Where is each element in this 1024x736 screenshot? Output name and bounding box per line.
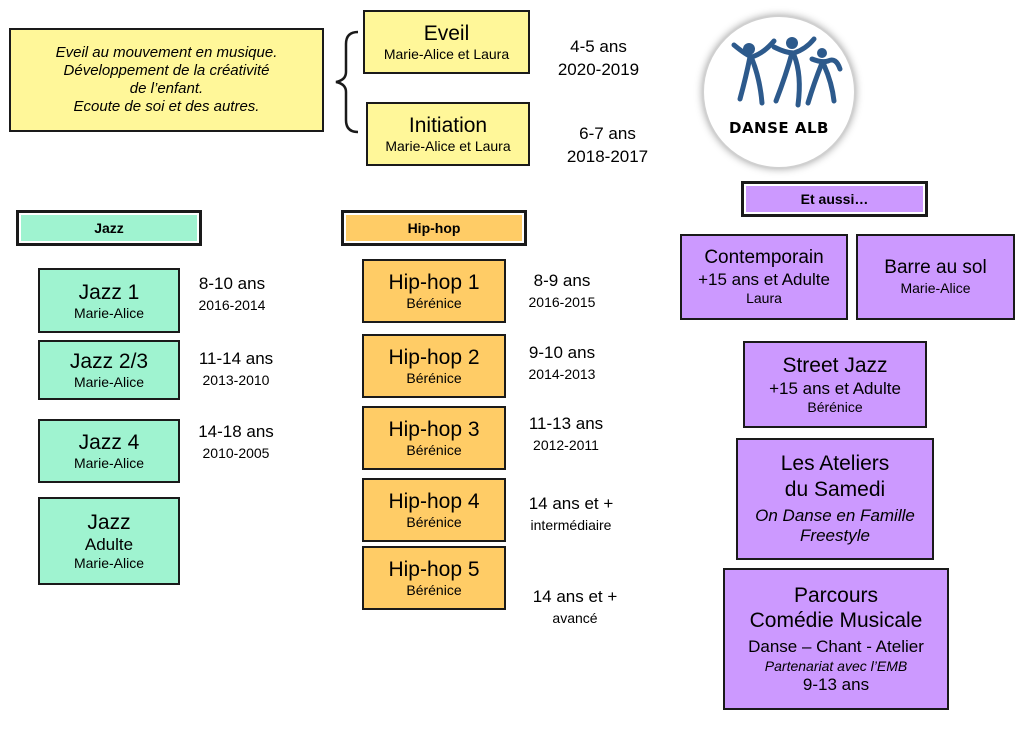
initiation-teacher: Marie-Alice et Laura [385, 138, 511, 155]
hiphop-2-years: 2014-2013 [528, 365, 596, 382]
hiphop-1-box: Hip-hop 1 Bérénice [362, 259, 506, 323]
jazz-adulte-box: Jazz Adulte Marie-Alice [38, 497, 180, 585]
dancers-logo-icon [731, 36, 843, 108]
eveil-title: Eveil [423, 22, 470, 45]
eveil-years: 2020-2019 [557, 59, 640, 79]
hiphop-1-age-range: 8-9 ans [533, 271, 591, 290]
danse-alb-logo: DANSE ALB [702, 15, 856, 169]
jazz-23-age: 11-14 ans 2013-2010 [186, 348, 286, 390]
intro-line: Développement de la créativité [63, 62, 270, 79]
hiphop-2-age: 9-10 ans 2014-2013 [514, 342, 610, 384]
jazz-4-age: 14-18 ans 2010-2005 [186, 421, 286, 463]
jazz-23-teacher: Marie-Alice [73, 374, 144, 391]
aussi-header: Et aussi… [741, 181, 928, 217]
jazz-23-title: Jazz 2/3 [69, 350, 149, 373]
hiphop-4-age: 14 ans et + intermédiaire [512, 493, 630, 535]
street-jazz-title: Street Jazz [782, 354, 888, 378]
intro-line: Ecoute de soi et des autres. [73, 98, 260, 115]
contemporain-teacher: Laura [746, 290, 782, 307]
barre-au-sol-teacher: Marie-Alice [900, 280, 971, 296]
jazz-4-teacher: Marie-Alice [73, 455, 144, 472]
intro-description-box: Eveil au mouvement en musique. Développe… [9, 28, 324, 132]
street-jazz-age: +15 ans et Adulte [769, 378, 901, 398]
jazz-23-age-range: 11-14 ans [198, 349, 274, 368]
intro-line: Eveil au mouvement en musique. [55, 44, 278, 61]
jazz-4-title: Jazz 4 [78, 431, 140, 454]
initiation-age-range: 6-7 ans [579, 124, 636, 143]
barre-au-sol-title: Barre au sol [884, 257, 987, 279]
ateliers-sub-line1: On Danse en Famille [755, 505, 915, 525]
jazz-adulte-title: Jazz [87, 510, 131, 534]
hiphop-5-box: Hip-hop 5 Bérénice [362, 546, 506, 610]
jazz-1-years: 2016-2014 [198, 296, 266, 313]
brace-connector [335, 30, 359, 134]
hiphop-3-age-range: 11-13 ans [528, 414, 604, 433]
initiation-age: 6-7 ans 2018-2017 [555, 123, 660, 169]
hiphop-1-title: Hip-hop 1 [388, 271, 480, 294]
parcours-line2: Partenariat avec l’EMB [764, 657, 908, 674]
parcours-title-line2: Comédie Musicale [749, 609, 923, 633]
contemporain-age: +15 ans et Adulte [698, 269, 830, 289]
jazz-4-age-range: 14-18 ans [198, 422, 274, 441]
street-jazz-teacher: Bérénice [807, 398, 863, 415]
jazz-1-age-range: 8-10 ans [198, 274, 266, 293]
hiphop-2-teacher: Bérénice [406, 370, 462, 387]
hiphop-4-title: Hip-hop 4 [388, 490, 480, 513]
eveil-box: Eveil Marie-Alice et Laura [363, 10, 530, 74]
ateliers-du-samedi-box: Les Ateliers du Samedi On Danse en Famil… [736, 438, 934, 560]
hiphop-2-title: Hip-hop 2 [388, 346, 480, 369]
hiphop-4-box: Hip-hop 4 Bérénice [362, 478, 506, 542]
jazz-23-years: 2013-2010 [202, 371, 270, 388]
jazz-adulte-subtitle: Adulte [84, 535, 134, 554]
jazz-23-box: Jazz 2/3 Marie-Alice [38, 340, 180, 400]
hiphop-1-years: 2016-2015 [528, 293, 596, 310]
contemporain-box: Contemporain +15 ans et Adulte Laura [680, 234, 848, 320]
jazz-1-title: Jazz 1 [78, 280, 140, 304]
hiphop-1-age: 8-9 ans 2016-2015 [514, 270, 610, 312]
hiphop-1-teacher: Bérénice [406, 295, 462, 312]
contemporain-title: Contemporain [704, 247, 824, 268]
eveil-age-range: 4-5 ans [570, 37, 627, 56]
jazz-header: Jazz [16, 210, 202, 246]
eveil-teacher: Marie-Alice et Laura [383, 46, 510, 63]
jazz-4-box: Jazz 4 Marie-Alice [38, 419, 180, 483]
jazz-1-age: 8-10 ans 2016-2014 [186, 273, 278, 315]
initiation-years: 2018-2017 [566, 146, 649, 166]
logo-text: DANSE ALB [729, 119, 829, 137]
hiphop-3-box: Hip-hop 3 Bérénice [362, 406, 506, 470]
ateliers-sub-line2: Freestyle [800, 526, 870, 546]
hiphop-4-level: intermédiaire [530, 516, 612, 533]
hiphop-3-title: Hip-hop 3 [388, 418, 480, 441]
ateliers-title-line1: Les Ateliers [780, 452, 890, 476]
hiphop-4-age-range: 14 ans et + [528, 494, 614, 513]
hiphop-2-box: Hip-hop 2 Bérénice [362, 334, 506, 398]
jazz-4-years: 2010-2005 [202, 444, 270, 461]
hiphop-5-teacher: Bérénice [406, 582, 462, 599]
hiphop-5-age-range: 14 ans et + [532, 587, 618, 606]
initiation-title: Initiation [408, 114, 488, 137]
hiphop-5-level: avancé [552, 609, 598, 626]
hiphop-4-teacher: Bérénice [406, 514, 462, 531]
initiation-box: Initiation Marie-Alice et Laura [366, 102, 530, 166]
jazz-1-teacher: Marie-Alice [73, 304, 144, 321]
parcours-comedie-musicale-box: Parcours Comédie Musicale Danse – Chant … [723, 568, 949, 710]
hiphop-5-title: Hip-hop 5 [388, 558, 480, 581]
parcours-line3: 9-13 ans [802, 674, 870, 694]
jazz-adulte-teacher: Marie-Alice [73, 555, 144, 572]
hiphop-3-years: 2012-2011 [533, 436, 599, 453]
eveil-age: 4-5 ans 2020-2019 [546, 36, 651, 82]
jazz-1-box: Jazz 1 Marie-Alice [38, 268, 180, 333]
hiphop-5-age: 14 ans et + avancé [516, 586, 634, 628]
street-jazz-box: Street Jazz +15 ans et Adulte Bérénice [743, 341, 927, 428]
hiphop-2-age-range: 9-10 ans [528, 343, 596, 362]
ateliers-title-line2: du Samedi [784, 477, 886, 501]
barre-au-sol-box: Barre au sol Marie-Alice [856, 234, 1015, 320]
parcours-line1: Danse – Chant - Atelier [748, 637, 924, 657]
parcours-title-line1: Parcours [793, 584, 879, 608]
intro-line: de l’enfant. [129, 80, 204, 97]
hiphop-3-age: 11-13 ans 2012-2011 [514, 413, 618, 455]
hiphop-header: Hip-hop [341, 210, 527, 246]
hiphop-3-teacher: Bérénice [406, 442, 462, 459]
